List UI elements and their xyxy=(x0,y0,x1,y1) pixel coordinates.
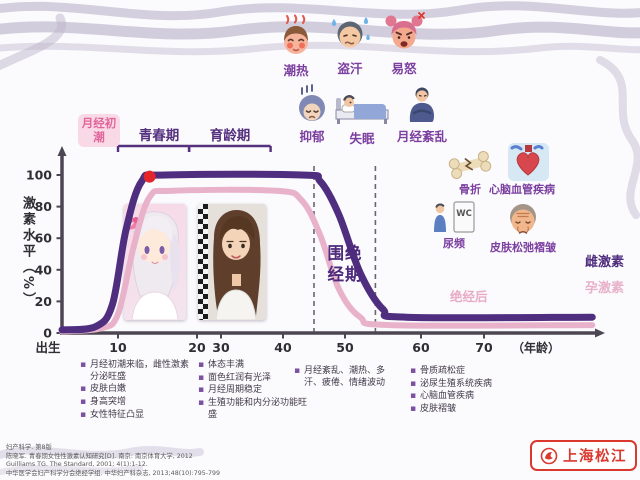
anger-icon xyxy=(385,12,425,49)
citations: 妇产科学. 第8版陈晓军. 青春期女性性激素认知研究[D]. 南京: 南京体育大… xyxy=(6,444,306,478)
depression-icon xyxy=(299,84,325,121)
insomnia-icon xyxy=(335,95,389,124)
symptom-insomnia: 失眠 xyxy=(334,86,390,147)
symptom-label: 易怒 xyxy=(391,61,417,76)
list-item: 体态丰满 xyxy=(198,360,310,372)
list-item: 心脑血管疾病 xyxy=(410,391,546,403)
woman-portrait xyxy=(213,210,261,320)
symptom-label: 失眠 xyxy=(349,131,375,146)
night-sweat-icon xyxy=(331,17,370,48)
symptom-label: 盗汗 xyxy=(337,61,363,76)
svg-text:50: 50 xyxy=(336,340,354,355)
citation-list: 妇产科学. 第8版陈晓军. 青春期女性性激素认知研究[D]. 南京: 南京体育大… xyxy=(6,444,306,478)
note-list: 体态丰满面色红润有光泽月经周期稳定生殖功能和内分泌功能旺盛 xyxy=(198,360,310,421)
symptom-hot-flash: 潮热 xyxy=(272,14,320,79)
svg-text:0: 0 xyxy=(43,326,52,341)
photo-checker-strip xyxy=(198,204,208,320)
list-item: 生殖功能和内分泌功能旺盛 xyxy=(198,398,310,421)
symptom-depression: 抑郁 xyxy=(288,82,336,145)
y-axis-title: 激素水平（%） xyxy=(20,196,35,309)
svg-text:40: 40 xyxy=(274,340,292,355)
legend-progesterone: 孕激素 xyxy=(585,281,625,296)
reproductive-age-photo xyxy=(198,204,266,320)
list-item: Guilliams TG. The Standard, 2001; 4(1):1… xyxy=(6,461,148,468)
complication-label: 尿频 xyxy=(443,237,465,250)
symptom-irritability: 易怒 xyxy=(380,10,428,77)
svg-text:60: 60 xyxy=(35,231,53,246)
list-item: 骨质疏松症 xyxy=(410,366,546,378)
list-item: 月经初潮来临，雌性激素分泌旺盛 xyxy=(80,360,196,383)
svg-text:30: 30 xyxy=(212,340,230,355)
svg-text:40: 40 xyxy=(35,262,53,277)
list-item: 泌尿生殖系统疾病 xyxy=(410,379,546,391)
svg-text:20: 20 xyxy=(188,340,206,355)
svg-text:10: 10 xyxy=(109,340,127,355)
complication-label: 骨折 xyxy=(459,183,481,196)
symptom-label: 抑郁 xyxy=(299,129,325,144)
symptom-night-sweat: 盗汗 xyxy=(326,10,374,77)
reproductive-stage-label: 育龄期 xyxy=(209,128,251,144)
list-item: 皮肤褶皱 xyxy=(410,404,546,416)
skin-wrinkle-icon xyxy=(510,204,536,234)
complication-label: 皮肤松弛褶皱 xyxy=(490,241,556,254)
svg-text:（年龄）: （年龄） xyxy=(512,340,560,355)
puberty-stage-label: 青春期 xyxy=(138,128,180,144)
list-item: 月经紊乱、潮热、多汗、疲倦、情绪波动 xyxy=(294,366,400,389)
symptom-label: 潮热 xyxy=(283,63,309,78)
menstrual-disorder-icon xyxy=(409,87,434,122)
complication-cardiovascular: 心脑血管疾病 xyxy=(486,142,558,197)
svg-text:80: 80 xyxy=(35,199,53,214)
list-item: 女性特征凸显 xyxy=(80,410,196,422)
stamp-text: 上海松江 xyxy=(563,449,627,465)
complication-label: 心脑血管疾病 xyxy=(489,183,555,196)
puberty-photo xyxy=(124,204,186,320)
symptom-menstrual-disorder: 月经紊乱 xyxy=(394,82,450,145)
svg-text:20: 20 xyxy=(35,294,53,309)
perimenopause-notes: 月经紊乱、潮热、多汗、疲倦、情绪波动 xyxy=(294,366,400,390)
wc-sign-text: WC xyxy=(456,209,472,219)
legend-estrogen: 雌激素 xyxy=(585,255,625,270)
svg-text:70: 70 xyxy=(475,340,493,355)
legend: 雌激素 孕激素 xyxy=(585,251,624,303)
menarche-label: 月经初潮 xyxy=(78,114,120,147)
note-list: 月经紊乱、潮热、多汗、疲倦、情绪波动 xyxy=(294,366,400,389)
perimenopause-label: 围绝经期 xyxy=(327,244,363,284)
complication-urinary-frequency: WC 尿频 xyxy=(430,200,478,251)
publisher-stamp: 上海松江 xyxy=(530,440,637,471)
list-item: 月经周期稳定 xyxy=(198,385,310,397)
list-item: 身高突增 xyxy=(80,397,196,409)
fracture-bone-icon xyxy=(448,151,492,179)
svg-text:100: 100 xyxy=(26,168,52,183)
svg-text:出生: 出生 xyxy=(35,340,61,355)
list-item: 陈晓军. 青春期女性性激素认知研究[D]. 南京: 南京体育大学, 2012 xyxy=(6,452,193,460)
puberty-notes: 月经初潮来临，雌性激素分泌旺盛皮肤白嫩身高突增女性特征凸显 xyxy=(80,360,196,422)
symptom-label: 月经紊乱 xyxy=(396,129,447,144)
cardiovascular-icon xyxy=(508,143,549,181)
list-item: 面色红润有光泽 xyxy=(198,373,310,385)
reproductive-notes: 体态丰满面色红润有光泽月经周期稳定生殖功能和内分泌功能旺盛 xyxy=(198,360,310,422)
list-item: 中华医学会妇产科学分会绝经学组. 中华妇产科杂志, 2013;48(10):79… xyxy=(6,469,221,477)
complication-skin-wrinkles: 皮肤松弛褶皱 xyxy=(484,200,562,255)
svg-text:60: 60 xyxy=(412,340,430,355)
postmenopause-label: 绝经后 xyxy=(450,289,488,304)
hot-flash-icon xyxy=(284,14,308,54)
list-item: 皮肤白嫩 xyxy=(80,384,196,396)
note-list: 骨质疏松症泌尿生殖系统疾病心脑血管疾病皮肤褶皱 xyxy=(410,366,546,416)
note-list: 月经初潮来临，雌性激素分泌旺盛皮肤白嫩身高突增女性特征凸显 xyxy=(80,360,196,421)
stamp-logo-icon xyxy=(540,447,558,464)
list-item: 妇产科学. 第8版 xyxy=(6,444,52,451)
postmenopause-notes: 骨质疏松症泌尿生殖系统疾病心脑血管疾病皮肤褶皱 xyxy=(410,366,546,417)
urinary-frequency-icon: WC xyxy=(434,201,475,233)
anime-girl-illustration xyxy=(126,211,181,320)
